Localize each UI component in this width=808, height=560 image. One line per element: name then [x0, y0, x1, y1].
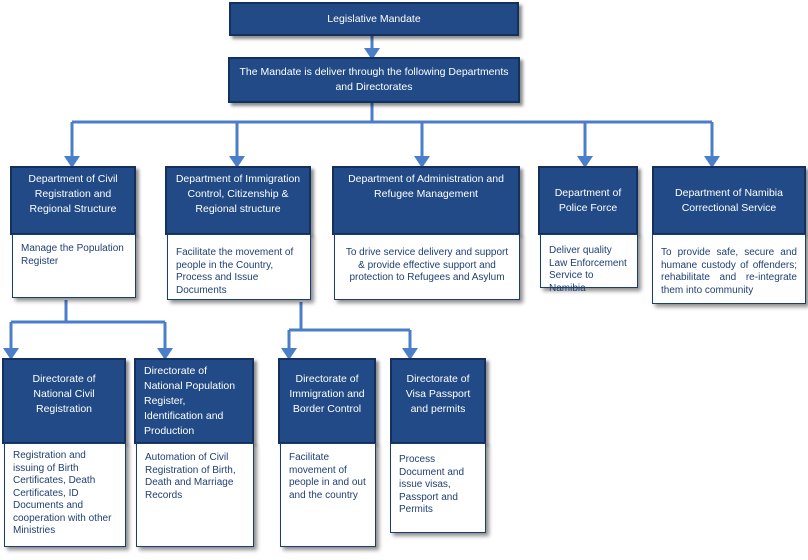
- dept-administration-desc: To drive service delivery and support & …: [345, 247, 509, 283]
- mandate-intro-text: The Mandate is deliver through the follo…: [239, 66, 509, 93]
- dir-border-control-desc-box: Facilitate movement of people in and out…: [280, 443, 376, 547]
- dir-visa-box: Directorate of Visa Passport and permits: [390, 358, 486, 444]
- dept-immigration-desc: Facilitate the movement of people in the…: [176, 247, 294, 296]
- dir-border-control-box: Directorate of Immigration and Border Co…: [278, 358, 376, 444]
- dir-visa-desc-box: Process Document and issue visas, Passpo…: [390, 443, 486, 533]
- dir-national-civil-desc: Registration and issuing of Birth Certif…: [13, 450, 112, 536]
- arrowhead: [414, 156, 430, 168]
- dept-civil-registration-desc-box: Manage the Population Register: [12, 234, 136, 298]
- legislative-mandate-title: Legislative Mandate: [327, 12, 421, 25]
- dept-correctional-desc-box: To provide safe, secure and humane custo…: [652, 234, 806, 304]
- arrowhead: [3, 348, 19, 360]
- arrowhead: [229, 156, 245, 168]
- dir-population-register-desc: Automation of Civil Registration of Birt…: [145, 452, 236, 501]
- arrowhead: [402, 348, 418, 360]
- dir-national-civil-name: Directorate of National Civil Registrati…: [32, 373, 96, 415]
- arrowhead: [364, 48, 380, 60]
- arrowhead: [157, 348, 173, 360]
- dir-population-register-box: Directorate of National Population Regis…: [134, 358, 254, 444]
- dept-civil-registration-desc: Manage the Population Register: [21, 243, 124, 267]
- dir-national-civil-box: Directorate of National Civil Registrati…: [2, 358, 126, 444]
- dept-correctional-box: Department of Namibia Correctional Servi…: [652, 166, 806, 235]
- mandate-intro-box: The Mandate is deliver through the follo…: [228, 57, 520, 103]
- dept-correctional-desc: To provide safe, secure and humane custo…: [661, 247, 797, 296]
- dept-immigration-name: Department of Immigration Control, Citiz…: [175, 173, 301, 215]
- dept-police-desc-box: Deliver quality Law Enforcement Service …: [540, 234, 638, 294]
- dept-immigration-desc-box: Facilitate the movement of people in the…: [167, 234, 311, 300]
- legislative-mandate-box: Legislative Mandate: [229, 2, 519, 36]
- dir-border-control-desc: Facilitate movement of people in and out…: [289, 452, 366, 501]
- arrowhead: [577, 156, 593, 168]
- arrowhead: [64, 156, 80, 168]
- dir-population-register-name: Directorate of National Population Regis…: [144, 364, 236, 437]
- dir-border-control-name: Directorate of Immigration and Border Co…: [289, 373, 365, 415]
- dept-administration-name: Department of Administration and Refugee…: [348, 173, 504, 200]
- dir-population-register-desc-box: Automation of Civil Registration of Birt…: [136, 443, 254, 547]
- dir-visa-desc: Process Document and issue visas, Passpo…: [399, 454, 465, 515]
- dept-correctional-name: Department of Namibia Correctional Servi…: [675, 186, 783, 214]
- dept-administration-box: Department of Administration and Refugee…: [332, 166, 520, 235]
- dept-civil-registration-box: Department of Civil Registration and Reg…: [10, 166, 136, 235]
- arrowhead: [704, 156, 720, 168]
- dir-visa-name: Directorate of Visa Passport and permits: [405, 373, 471, 415]
- dept-civil-registration-name: Department of Civil Registration and Reg…: [28, 173, 118, 215]
- dept-police-desc: Deliver quality Law Enforcement Service …: [549, 245, 627, 294]
- dept-immigration-box: Department of Immigration Control, Citiz…: [165, 166, 311, 235]
- dir-national-civil-desc-box: Registration and issuing of Birth Certif…: [4, 443, 126, 547]
- dept-administration-desc-box: To drive service delivery and support & …: [334, 234, 520, 300]
- dept-police-box: Department of Police Force: [538, 166, 638, 235]
- dept-police-name: Department of Police Force: [554, 186, 622, 214]
- arrowhead: [281, 348, 297, 360]
